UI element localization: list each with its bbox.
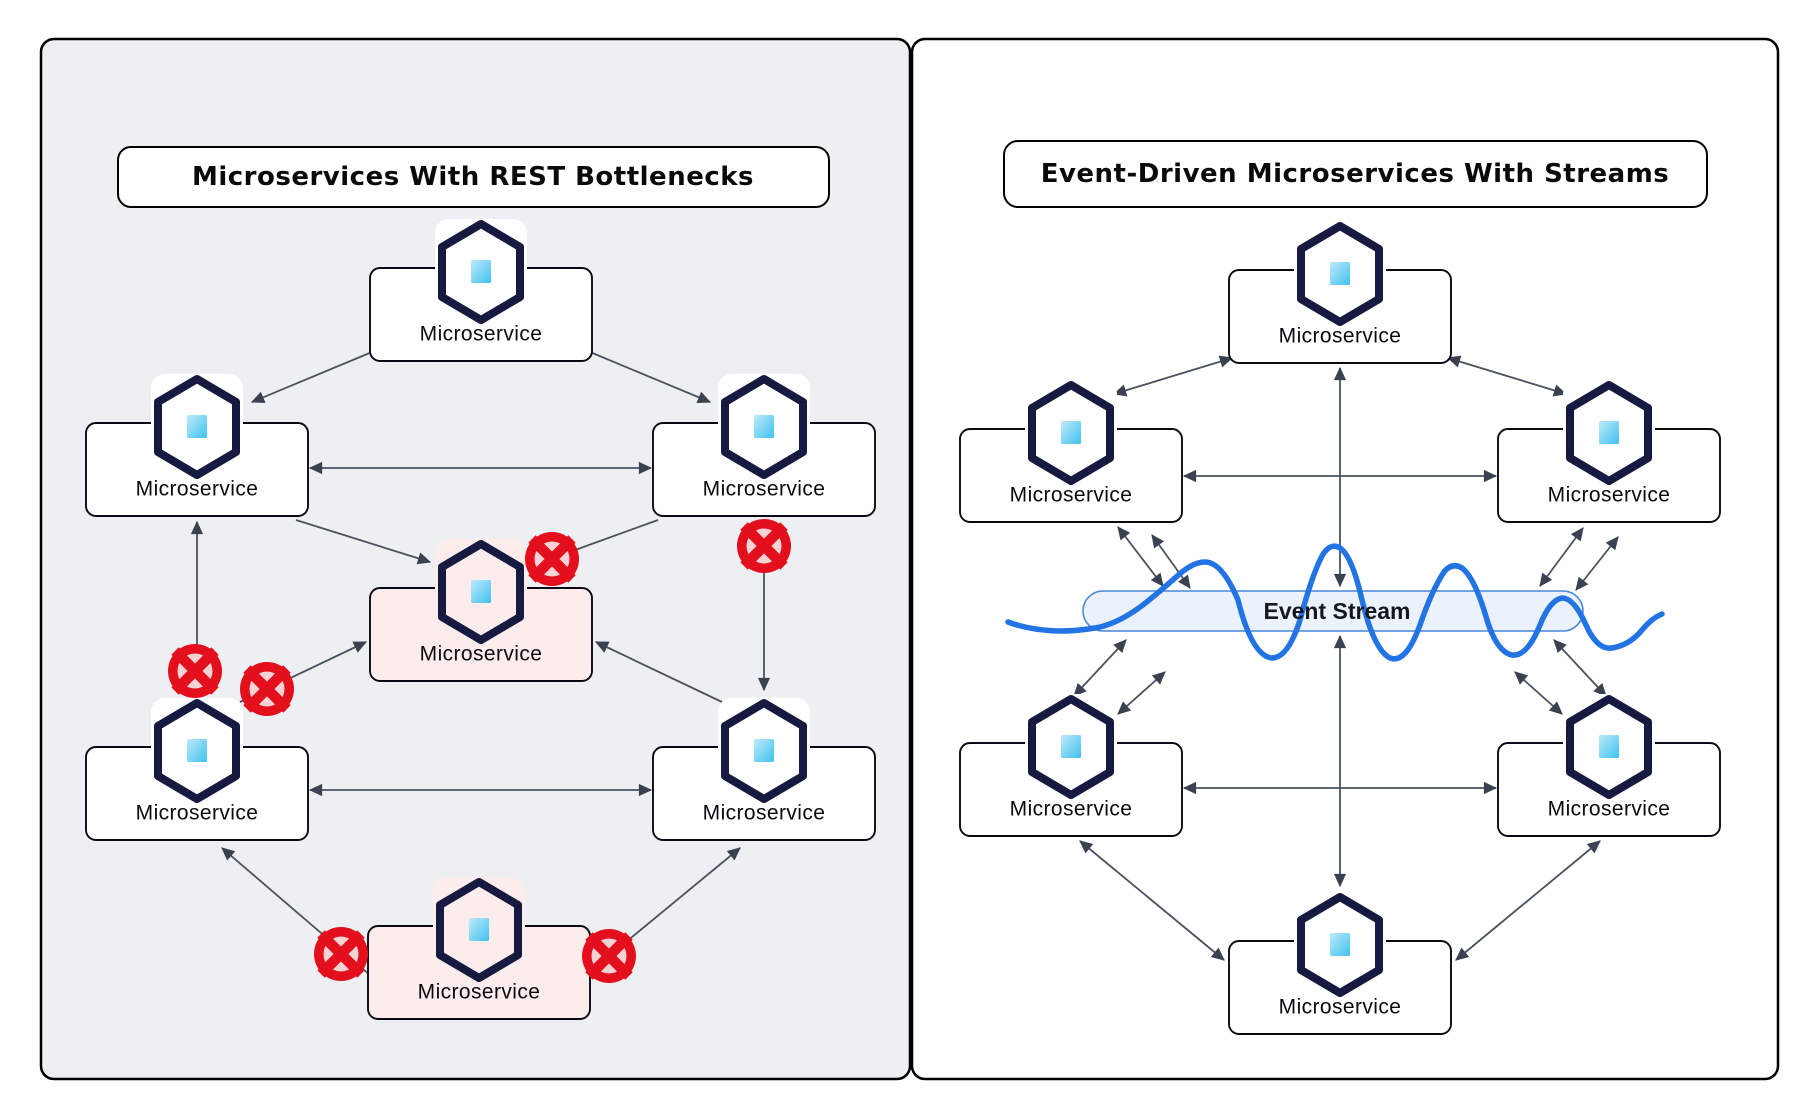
microservice-node-left-3: Microservice [369, 539, 593, 682]
error-x-circle-icon [240, 662, 294, 716]
edge-arrow-bidirectional [1073, 639, 1127, 697]
hexagon-inner-square-icon [1599, 421, 1619, 444]
hexagon-inner-square-icon [1061, 421, 1081, 444]
node-label: Microservice [703, 802, 826, 825]
node-label: Microservice [420, 323, 543, 346]
microservice-node-left-6: Microservice [367, 877, 591, 1020]
hexagon-inner-square-icon [1061, 735, 1081, 758]
hexagon-inner-square-icon [754, 739, 774, 762]
hexagon-inner-square-icon [1330, 933, 1350, 956]
right-panel-title: Event-Driven Microservices With Streams [1003, 140, 1708, 208]
hexagon-inner-square-icon [754, 415, 774, 438]
microservice-node-right-3: Microservice [959, 694, 1183, 837]
microservice-node-right-4: Microservice [1497, 694, 1721, 837]
node-label: Microservice [1010, 484, 1133, 507]
microservice-node-right-5: Microservice [1228, 892, 1452, 1035]
error-x-circle-icon [737, 519, 791, 573]
microservice-node-left-0: Microservice [369, 219, 593, 362]
microservice-node-left-2: Microservice [652, 374, 876, 517]
edge-arrow-bidirectional [1079, 840, 1225, 961]
edges-layer [190, 351, 1619, 976]
event-stream-pill [1082, 590, 1584, 632]
node-label: Microservice [1548, 798, 1671, 821]
hexagon-inner-square-icon [471, 260, 491, 283]
error-x-circle-icon [582, 929, 636, 983]
error-x-circle-icon [525, 532, 579, 586]
edge-arrow [295, 519, 432, 565]
error-x-circle-icon [314, 927, 368, 981]
microservice-node-left-5: Microservice [652, 698, 876, 841]
event-stream-label: Event Stream [1263, 598, 1410, 624]
hexagon-inner-square-icon [1330, 262, 1350, 285]
left-panel-title-text: Microservices With REST Bottlenecks [192, 162, 754, 192]
node-label: Microservice [136, 478, 259, 501]
event-stream-wave-icon [1005, 543, 1665, 662]
edge-arrow-bidirectional [1553, 639, 1607, 697]
left-panel-title: Microservices With REST Bottlenecks [117, 146, 830, 208]
edge-arrow [250, 351, 373, 403]
error-x-circle-icon [168, 644, 222, 698]
edge-arrow-bidirectional [1514, 671, 1563, 715]
node-label: Microservice [420, 643, 543, 666]
edge-arrow-bidirectional [1455, 840, 1601, 961]
right-panel-title-text: Event-Driven Microservices With Streams [1041, 159, 1670, 189]
hexagon-inner-square-icon [469, 918, 489, 941]
edge-arrow-bidirectional [1151, 534, 1191, 589]
edge-arrow-bidirectional [1575, 536, 1619, 591]
microservice-node-left-1: Microservice [85, 374, 309, 517]
node-label: Microservice [418, 981, 541, 1004]
edge-arrow [594, 641, 723, 703]
microservice-node-right-2: Microservice [1497, 380, 1721, 523]
node-label: Microservice [1279, 325, 1402, 348]
node-label: Microservice [1010, 798, 1133, 821]
node-label: Microservice [136, 802, 259, 825]
hexagon-inner-square-icon [1599, 735, 1619, 758]
node-label: Microservice [1548, 484, 1671, 507]
node-label: Microservice [1279, 996, 1402, 1019]
edge-arrow-bidirectional [1117, 671, 1166, 715]
microservice-node-left-4: Microservice [85, 698, 309, 841]
microservice-node-right-0: Microservice [1228, 221, 1452, 364]
node-label: Microservice [703, 478, 826, 501]
hexagon-inner-square-icon [471, 580, 491, 603]
hexagon-inner-square-icon [187, 739, 207, 762]
error-badges-layer [168, 519, 791, 983]
edge-arrow-bidirectional [1112, 355, 1234, 397]
microservice-node-right-1: Microservice [959, 380, 1183, 523]
hexagon-inner-square-icon [187, 415, 207, 438]
event-stream: Event Stream [1005, 543, 1665, 662]
edge-arrow [589, 351, 712, 403]
edge-arrow-bidirectional [1446, 355, 1568, 397]
